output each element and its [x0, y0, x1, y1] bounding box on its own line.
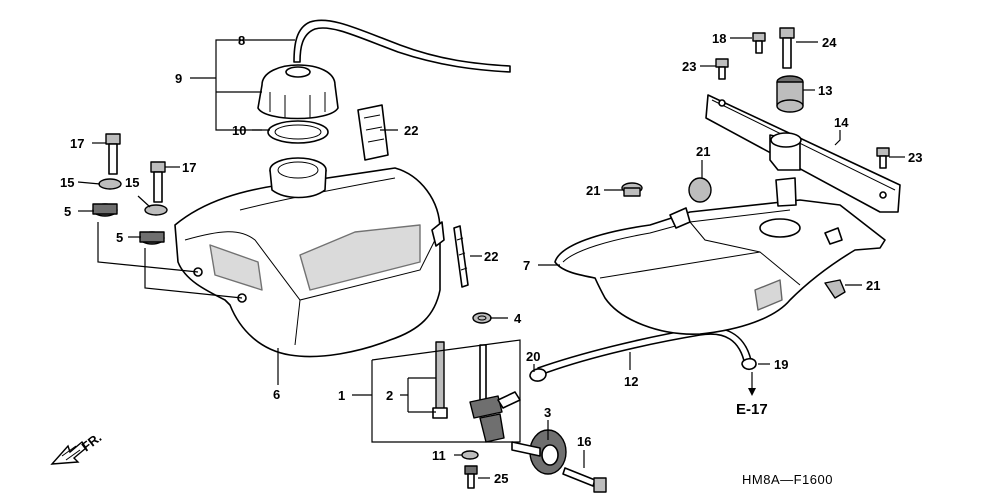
callout-25: 25 [494, 471, 508, 486]
lever-screw [562, 467, 607, 493]
washer-15-right [144, 204, 168, 216]
bolt-17-right [150, 161, 166, 203]
callout-20: 20 [526, 349, 540, 364]
front-direction-marker: FR. [50, 430, 104, 465]
leader-lines [77, 37, 905, 479]
callout-10: 10 [232, 123, 246, 138]
callout-14: 14 [834, 115, 849, 130]
callout-labels: 8 9 10 22 17 17 15 15 5 5 22 4 6 1 2 20 … [60, 31, 922, 486]
callout-17-right: 17 [182, 160, 196, 175]
callout-16: 16 [577, 434, 591, 449]
fuel-tube [537, 326, 753, 376]
fuel-valve [469, 344, 521, 443]
fuel-tank [174, 157, 445, 358]
reference-e17: E-17 [736, 401, 768, 418]
callout-8: 8 [238, 33, 245, 48]
front-arrow-icon [50, 440, 87, 465]
cap-seal-ring [267, 120, 329, 144]
callout-15-left: 15 [60, 175, 74, 190]
grommet-21-b [621, 182, 643, 197]
bolt-23-right [876, 147, 890, 169]
rubber-5-left [92, 203, 118, 217]
callout-11: 11 [432, 448, 446, 463]
callout-5-right: 5 [116, 230, 123, 245]
bolt-23-top [715, 58, 729, 80]
bolt-18 [752, 32, 766, 54]
callout-12: 12 [624, 374, 638, 389]
fuel-strainer [432, 341, 448, 419]
washer-15-left [98, 178, 122, 190]
drawing-code: HM8A—F1600 [742, 472, 833, 487]
callout-7: 7 [523, 258, 530, 273]
bolt-24 [779, 27, 795, 69]
tube-clip-20 [529, 368, 547, 382]
callout-24: 24 [822, 35, 837, 50]
callout-18: 18 [712, 31, 726, 46]
collar-13 [776, 75, 804, 113]
callout-23-right: 23 [908, 150, 922, 165]
callout-13: 13 [818, 83, 832, 98]
callout-22-right: 22 [484, 249, 498, 264]
callout-22-top: 22 [404, 123, 418, 138]
bolt-17-left [105, 133, 121, 175]
grommet-21-c [824, 279, 846, 299]
callout-21-left: 21 [586, 183, 600, 198]
rubber-5-right [139, 231, 165, 245]
callout-23-top: 23 [682, 59, 696, 74]
tank-band-strap [453, 225, 469, 288]
screw-25 [464, 465, 478, 489]
tank-under-cover [554, 199, 886, 335]
callout-1: 1 [338, 388, 345, 403]
callout-4: 4 [514, 311, 522, 326]
grommet-21-a [688, 177, 712, 203]
callout-6: 6 [273, 387, 280, 402]
callout-3: 3 [544, 405, 551, 420]
tank-stay-bar [705, 94, 901, 213]
tube-clip-19 [741, 357, 757, 371]
nut-4 [472, 312, 492, 324]
callout-15-right: 15 [125, 175, 139, 190]
callout-19: 19 [774, 357, 788, 372]
valve-lever [511, 429, 567, 475]
breather-hose [293, 19, 511, 73]
callout-2: 2 [386, 388, 393, 403]
callout-21-upper: 21 [696, 144, 710, 159]
callout-17-left: 17 [70, 136, 84, 151]
callout-9: 9 [175, 71, 182, 86]
callout-21-lower: 21 [866, 278, 880, 293]
fuel-cap [257, 64, 339, 120]
callout-5-left: 5 [64, 204, 71, 219]
tank-band-clip [357, 104, 389, 161]
washer-11 [461, 450, 479, 460]
